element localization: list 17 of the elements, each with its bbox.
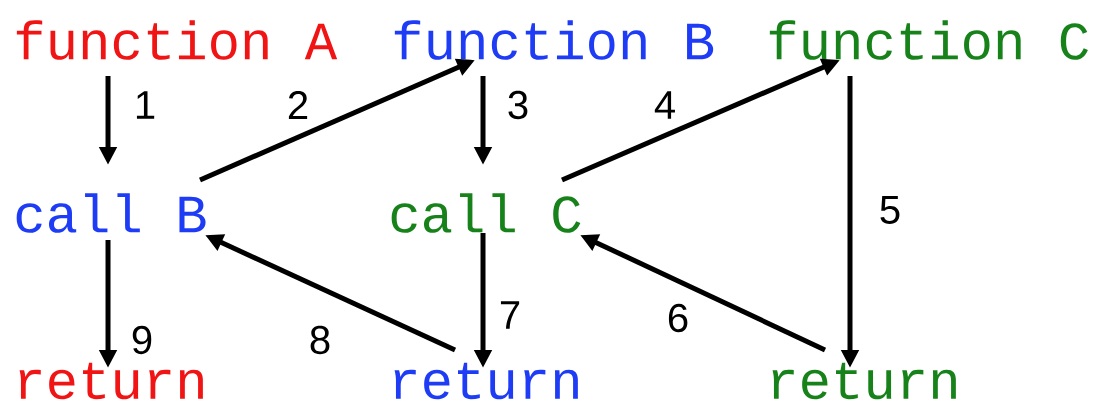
edge-label: 3 [505,89,531,121]
edge-label: 8 [307,324,333,356]
function-label: return [772,362,956,400]
function-label: return [394,362,578,400]
edge-label: 9 [129,324,155,356]
edge-label: 4 [652,90,678,120]
function-label: return [19,362,203,400]
function-label: function C [769,20,1088,60]
function-label: call C [391,193,581,233]
edge-label: 7 [497,300,523,330]
edge-label: 6 [665,302,691,334]
function-label: function B [394,20,714,60]
edge-label: 5 [877,195,903,225]
edge-label: 1 [132,90,158,120]
function-label: function A [16,20,338,60]
function-label: call B [16,193,206,233]
edge-label: 2 [285,90,311,120]
